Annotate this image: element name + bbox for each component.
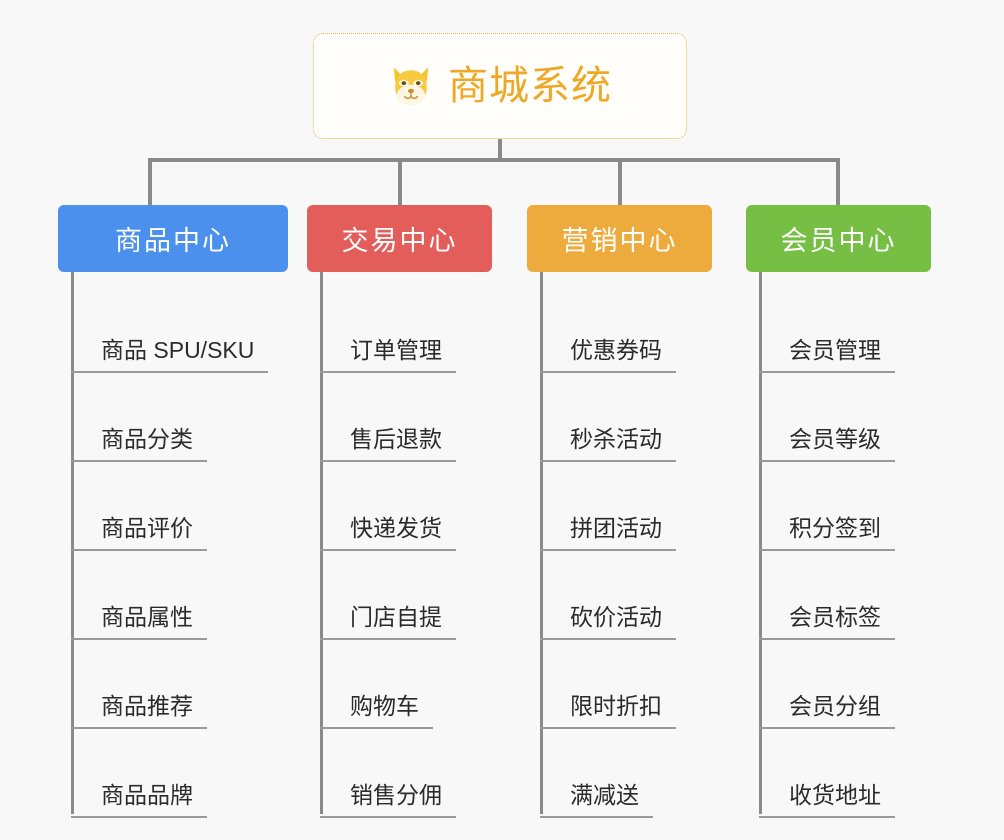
root-node[interactable]: 商城系统 bbox=[313, 33, 687, 139]
leaf-item[interactable]: 商品评价 bbox=[71, 462, 288, 551]
leaf-label: 商品评价 bbox=[71, 514, 207, 551]
leaf-trunk bbox=[71, 272, 74, 814]
leaf-item[interactable]: 商品 SPU/SKU bbox=[71, 284, 288, 373]
leaf-label: 购物车 bbox=[320, 692, 433, 729]
leaf-item[interactable]: 商品品牌 bbox=[71, 729, 288, 818]
leaf-item[interactable]: 限时折扣 bbox=[540, 640, 712, 729]
leaf-item[interactable]: 快递发货 bbox=[320, 462, 492, 551]
leaf-item[interactable]: 会员等级 bbox=[759, 373, 931, 462]
leaf-label: 会员分组 bbox=[759, 692, 895, 729]
branch-header-marketing-center[interactable]: 营销中心 bbox=[527, 205, 712, 272]
leaf-label: 商品推荐 bbox=[71, 692, 207, 729]
leaf-label: 快递发货 bbox=[320, 514, 456, 551]
leaf-trunk bbox=[759, 272, 762, 814]
leaf-item[interactable]: 会员标签 bbox=[759, 551, 931, 640]
leaf-item[interactable]: 砍价活动 bbox=[540, 551, 712, 640]
leaf-item[interactable]: 商品分类 bbox=[71, 373, 288, 462]
branch-header-trade-center[interactable]: 交易中心 bbox=[307, 205, 492, 272]
shiba-dog-icon bbox=[393, 67, 429, 105]
leaf-label: 满减送 bbox=[540, 781, 653, 818]
leaf-item[interactable]: 门店自提 bbox=[320, 551, 492, 640]
leaf-list-trade-center: 订单管理 售后退款 快递发货 门店自提 购物车 销售分佣 bbox=[307, 272, 492, 818]
leaf-trunk bbox=[540, 272, 543, 814]
leaf-item[interactable]: 积分签到 bbox=[759, 462, 931, 551]
leaf-item[interactable]: 会员分组 bbox=[759, 640, 931, 729]
leaf-item[interactable]: 优惠券码 bbox=[540, 284, 712, 373]
leaf-label: 门店自提 bbox=[320, 603, 456, 640]
branch-column-trade-center: 交易中心 订单管理 售后退款 快递发货 门店自提 购物车 销售分佣 bbox=[307, 205, 492, 818]
leaf-label: 秒杀活动 bbox=[540, 425, 676, 462]
leaf-item[interactable]: 商品推荐 bbox=[71, 640, 288, 729]
root-title: 商城系统 bbox=[448, 64, 612, 108]
leaf-label: 商品属性 bbox=[71, 603, 207, 640]
leaf-label: 会员标签 bbox=[759, 603, 895, 640]
leaf-label: 会员等级 bbox=[759, 425, 895, 462]
leaf-label: 售后退款 bbox=[320, 425, 456, 462]
connector-drop-3 bbox=[618, 158, 622, 206]
leaf-label: 收货地址 bbox=[759, 781, 895, 818]
leaf-list-marketing-center: 优惠券码 秒杀活动 拼团活动 砍价活动 限时折扣 满减送 bbox=[527, 272, 712, 818]
connector-drop-2 bbox=[398, 158, 402, 206]
leaf-item[interactable]: 拼团活动 bbox=[540, 462, 712, 551]
branch-column-marketing-center: 营销中心 优惠券码 秒杀活动 拼团活动 砍价活动 限时折扣 满减送 bbox=[527, 205, 712, 818]
branch-column-member-center: 会员中心 会员管理 会员等级 积分签到 会员标签 会员分组 收货地址 bbox=[746, 205, 931, 818]
leaf-item[interactable]: 销售分佣 bbox=[320, 729, 492, 818]
branch-header-label: 营销中心 bbox=[561, 226, 678, 256]
leaf-label: 商品品牌 bbox=[71, 781, 207, 818]
connector-drop-4 bbox=[836, 158, 840, 206]
leaf-list-member-center: 会员管理 会员等级 积分签到 会员标签 会员分组 收货地址 bbox=[746, 272, 931, 818]
branch-column-product-center: 商品中心 商品 SPU/SKU 商品分类 商品评价 商品属性 商品推荐 商品品牌 bbox=[58, 205, 288, 818]
leaf-list-product-center: 商品 SPU/SKU 商品分类 商品评价 商品属性 商品推荐 商品品牌 bbox=[58, 272, 288, 818]
leaf-label: 会员管理 bbox=[759, 336, 895, 373]
leaf-label: 限时折扣 bbox=[540, 692, 676, 729]
branch-header-label: 交易中心 bbox=[341, 226, 458, 256]
branch-header-label: 会员中心 bbox=[780, 226, 897, 256]
leaf-trunk bbox=[320, 272, 323, 814]
leaf-item[interactable]: 售后退款 bbox=[320, 373, 492, 462]
leaf-item[interactable]: 商品属性 bbox=[71, 551, 288, 640]
leaf-label: 商品 SPU/SKU bbox=[71, 336, 269, 373]
branch-header-member-center[interactable]: 会员中心 bbox=[746, 205, 931, 272]
connector-horizontal-bus bbox=[148, 158, 840, 162]
leaf-label: 积分签到 bbox=[759, 514, 895, 551]
leaf-label: 拼团活动 bbox=[540, 514, 676, 551]
leaf-item[interactable]: 收货地址 bbox=[759, 729, 931, 818]
leaf-label: 销售分佣 bbox=[320, 781, 456, 818]
connector-root-stem bbox=[498, 139, 502, 162]
leaf-label: 优惠券码 bbox=[540, 336, 676, 373]
leaf-label: 商品分类 bbox=[71, 425, 207, 462]
leaf-item[interactable]: 会员管理 bbox=[759, 284, 931, 373]
leaf-item[interactable]: 购物车 bbox=[320, 640, 492, 729]
leaf-item[interactable]: 满减送 bbox=[540, 729, 712, 818]
leaf-label: 订单管理 bbox=[320, 336, 456, 373]
leaf-item[interactable]: 秒杀活动 bbox=[540, 373, 712, 462]
leaf-label: 砍价活动 bbox=[540, 603, 676, 640]
connector-drop-1 bbox=[148, 158, 152, 206]
branch-header-label: 商品中心 bbox=[115, 226, 231, 256]
branch-header-product-center[interactable]: 商品中心 bbox=[58, 205, 288, 272]
leaf-item[interactable]: 订单管理 bbox=[320, 284, 492, 373]
